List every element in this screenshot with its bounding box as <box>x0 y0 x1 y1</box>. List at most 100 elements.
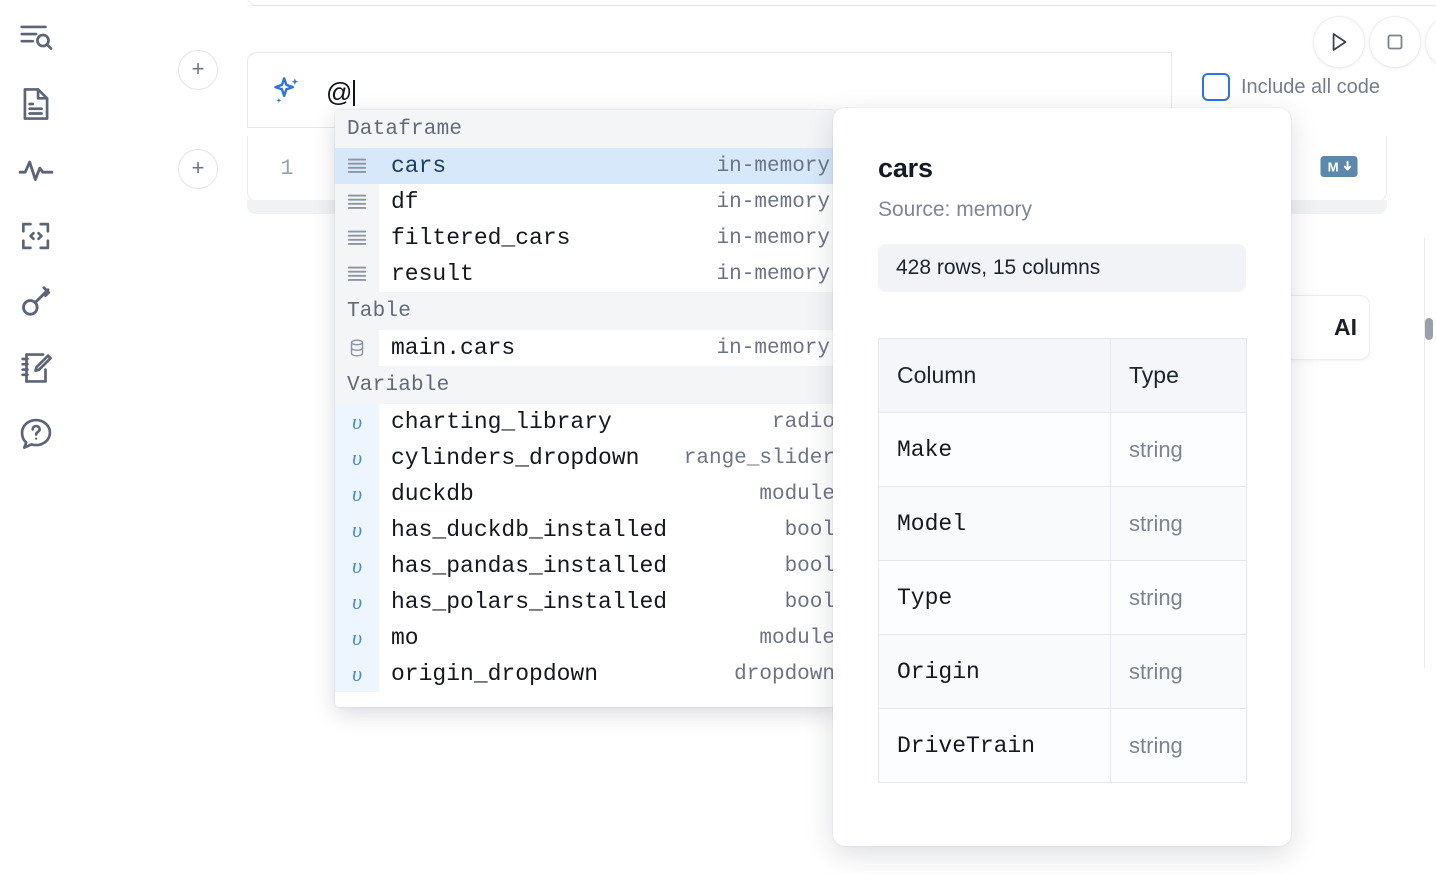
autocomplete-item-type: bool <box>784 518 835 542</box>
ai-badge-label: AI <box>1334 314 1357 340</box>
autocomplete-item-type: in-memory <box>716 226 830 250</box>
key-icon[interactable] <box>14 280 58 324</box>
schema-column-name: DriveTrain <box>878 708 1111 783</box>
autocomplete-item-type: range_slider <box>683 446 835 470</box>
variable-icon: υ <box>335 620 379 656</box>
scrollbar-track-line <box>1424 238 1425 668</box>
autocomplete-item-type: bool <box>784 590 835 614</box>
detail-source: Source: memory <box>878 198 1033 221</box>
scrollbar-thumb[interactable] <box>1425 318 1433 340</box>
autocomplete-item[interactable]: υ has_duckdb_installed bool <box>335 512 835 548</box>
autocomplete-item-type: radio <box>771 410 835 434</box>
autocomplete-item-type: dropdown <box>734 662 835 686</box>
schema-column-name: Origin <box>878 634 1111 709</box>
autocomplete-item[interactable]: υ has_pandas_installed bool <box>335 548 835 584</box>
autocomplete-group-header: Table <box>335 292 835 330</box>
autocomplete-item-label: df <box>391 189 419 215</box>
schema-column-name: Model <box>878 486 1111 561</box>
text-caret <box>353 80 356 106</box>
autocomplete-item-label: mo <box>391 625 419 651</box>
left-sidebar <box>0 0 72 874</box>
markdown-icon[interactable]: M <box>1320 153 1358 184</box>
autocomplete-item-type: bool <box>784 554 835 578</box>
detail-panel: cars Source: memory 428 rows, 15 columns… <box>833 108 1291 846</box>
help-chat-icon[interactable] <box>14 412 58 456</box>
schema-column-type: string <box>1110 560 1247 635</box>
autocomplete-item[interactable]: df in-memory <box>335 184 835 220</box>
schema-column-header: Type <box>1110 338 1247 413</box>
autocomplete-item[interactable]: υ has_polars_installed bool <box>335 584 835 620</box>
variable-icon: υ <box>335 548 379 584</box>
autocomplete-item-label: cars <box>391 153 447 179</box>
dataframe-icon <box>335 220 379 256</box>
include-all-code-row[interactable]: Include all code <box>1202 73 1380 101</box>
schema-column-type: string <box>1110 634 1247 709</box>
ai-prompt-value: @ <box>326 77 353 107</box>
autocomplete-item-type: in-memory <box>716 262 830 286</box>
autocomplete-item-label: duckdb <box>391 481 474 507</box>
dataframe-icon <box>335 184 379 220</box>
autocomplete-item[interactable]: filtered_cars in-memory <box>335 220 835 256</box>
explore-search-icon[interactable] <box>14 16 58 60</box>
autocomplete-item-type: module <box>759 482 835 506</box>
notebook-edit-icon[interactable] <box>14 346 58 390</box>
schema-column-name: Type <box>878 560 1111 635</box>
autocomplete-item-label: has_duckdb_installed <box>391 517 668 543</box>
more-actions-button[interactable] <box>1425 16 1436 68</box>
autocomplete-item[interactable]: υ cylinders_dropdown range_slider <box>335 440 835 476</box>
autocomplete-item-type: module <box>759 626 835 650</box>
autocomplete-item-label: filtered_cars <box>391 225 571 251</box>
schema-column-type: string <box>1110 708 1247 783</box>
add-cell-above-button[interactable] <box>178 50 218 90</box>
upper-cell-card-shadow <box>247 5 1436 7</box>
include-all-code-checkbox[interactable] <box>1202 73 1230 101</box>
table-db-icon <box>335 330 379 366</box>
document-icon[interactable] <box>14 82 58 126</box>
autocomplete-item[interactable]: υ charting_library radio <box>335 404 835 440</box>
variable-icon: υ <box>335 656 379 692</box>
autocomplete-item-label: cylinders_dropdown <box>391 445 640 471</box>
include-all-code-label: Include all code <box>1241 75 1380 98</box>
autocomplete-item-type: in-memory <box>716 190 830 214</box>
detail-title: cars <box>878 153 933 183</box>
schema-column-type: string <box>1110 486 1247 561</box>
stop-button[interactable] <box>1369 16 1421 68</box>
autocomplete-item-label: charting_library <box>391 409 612 435</box>
variable-icon: υ <box>335 404 379 440</box>
autocomplete-item-type: in-memory <box>716 154 830 178</box>
add-cell-below-button[interactable] <box>178 149 218 189</box>
autocomplete-item-label: has_pandas_installed <box>391 553 668 579</box>
ai-prompt-input[interactable]: @ <box>326 77 356 107</box>
activity-icon[interactable] <box>14 148 58 192</box>
autocomplete-group-header: Dataframe <box>335 110 835 148</box>
autocomplete-item[interactable]: cars in-memory <box>335 148 835 184</box>
autocomplete-item-label: has_polars_installed <box>391 589 668 615</box>
autocomplete-item-label: main.cars <box>391 335 516 361</box>
variable-icon: υ <box>335 584 379 620</box>
autocomplete-group-header: Variable <box>335 366 835 404</box>
schema-column-header: Column <box>878 338 1111 413</box>
run-button[interactable] <box>1313 16 1365 68</box>
code-snippet-icon[interactable] <box>14 214 58 258</box>
variable-icon: υ <box>335 440 379 476</box>
variable-icon: υ <box>335 476 379 512</box>
dataframe-icon <box>335 256 379 292</box>
svg-text:M: M <box>1328 159 1339 174</box>
variable-icon: υ <box>335 512 379 548</box>
schema-column-type: string <box>1110 412 1247 487</box>
